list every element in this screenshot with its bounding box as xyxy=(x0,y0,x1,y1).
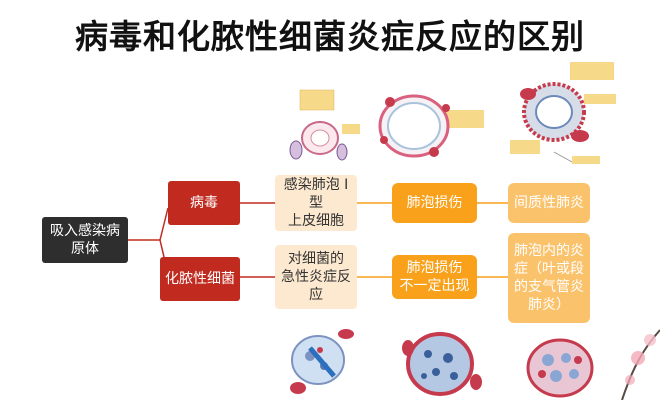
alveolus-illustration-3 xyxy=(510,62,616,164)
virus-result-node: 间质性肺炎 xyxy=(508,183,590,223)
bacteria-result-node: 肺泡内的炎 症（叶或段 的支气管炎 肺炎） xyxy=(508,233,590,323)
virus-cells-node: 感染肺泡 I 型 上皮细胞 xyxy=(275,175,357,231)
bacteria-node: 化脓性细菌 xyxy=(160,257,240,301)
root-node: 吸入感染病 原体 xyxy=(42,217,128,263)
virus-damage-node: 肺泡损伤 xyxy=(392,183,477,223)
bacteria-reaction-node: 对细菌的 急性炎症反 应 xyxy=(275,245,357,309)
alveolus-illustration-4 xyxy=(290,329,354,394)
connector-root-virus xyxy=(159,207,169,241)
alveolus-illustration-5 xyxy=(402,332,482,396)
page-title: 病毒和化脓性细菌炎症反应的区别 xyxy=(75,17,585,56)
alveolus-illustration-1 xyxy=(289,89,360,161)
plum-blossom-decoration xyxy=(621,329,660,400)
alveolus-illustration-6 xyxy=(526,338,594,398)
alveolus-illustration-2 xyxy=(378,94,484,158)
bacteria-damage-node: 肺泡损伤 不一定出现 xyxy=(392,255,477,299)
virus-node: 病毒 xyxy=(168,181,240,225)
